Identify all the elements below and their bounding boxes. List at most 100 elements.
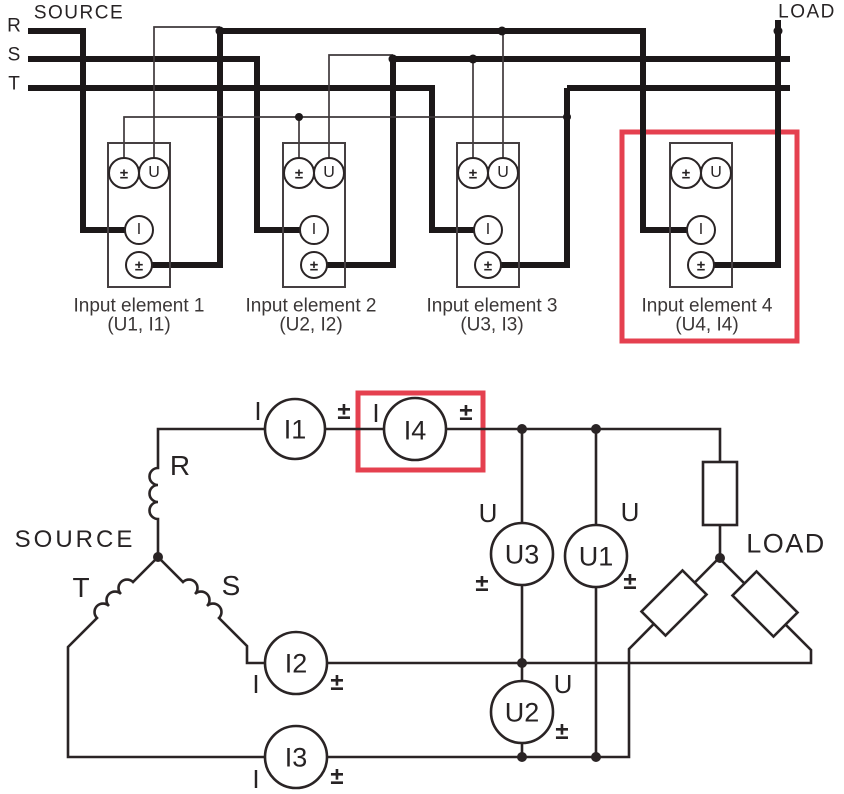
u3-voltage-mark: U	[478, 498, 498, 528]
top-wiring-diagram	[28, 20, 790, 288]
bottom-load-label: LOAD	[746, 528, 826, 559]
element4-channels: (U4, I4)	[675, 314, 739, 336]
element1-terminal-pm-current	[125, 251, 153, 279]
wire-t-to-element3	[28, 85, 488, 233]
element1-name: Input element 1	[73, 295, 205, 317]
element3-i-glyph: I	[485, 221, 491, 238]
meter-circle-u2	[489, 679, 555, 745]
element1-u-glyph: U	[148, 164, 160, 181]
top-source-label: SOURCE	[33, 2, 125, 24]
bottom-circuit-diagram	[66, 396, 813, 790]
junction-dot	[517, 658, 527, 668]
load-resistor-t	[639, 568, 709, 638]
element1-i-glyph: I	[136, 221, 142, 238]
phase-label-s: S	[7, 44, 21, 66]
load-resistor-s	[730, 569, 800, 639]
highlight-box-meter-i4	[355, 390, 486, 473]
meter-circle-i4	[382, 396, 448, 462]
junction-dot	[215, 26, 225, 36]
element1-pm-voltage-glyph: ±	[119, 165, 129, 183]
winding-label-s: S	[221, 570, 241, 601]
top-junction-dots	[215, 26, 783, 121]
element3-u-glyph: U	[497, 164, 509, 181]
wire-r-loadside-to-element4	[220, 28, 701, 233]
meter-label-i4: I4	[403, 415, 427, 446]
wire-element3-return	[488, 88, 570, 268]
sense-u2-to-s	[328, 54, 393, 158]
element2-box	[282, 142, 346, 288]
load-star-point	[715, 553, 725, 563]
wire-element2-return	[314, 59, 396, 268]
junction-dot	[497, 26, 507, 36]
wire-t-phase-bottom	[66, 556, 720, 759]
junction-dot	[295, 113, 303, 121]
element-terminals	[108, 157, 732, 279]
element4-name: Input element 4	[641, 295, 773, 317]
junction-dot	[517, 424, 527, 434]
element1-terminal-u	[138, 157, 170, 189]
element4-box	[669, 142, 733, 288]
element3-terminal-i	[473, 215, 503, 245]
highlight-box-input-element-4	[619, 129, 800, 344]
element4-i-glyph: I	[698, 221, 704, 238]
voltage-sense-wires	[123, 26, 567, 158]
i4-current-mark: I	[372, 398, 380, 428]
element4-u-glyph: U	[710, 164, 722, 181]
meter-circle-i1	[263, 397, 327, 461]
i2-current-mark: I	[252, 669, 260, 699]
u3-polarity-mark: ±	[475, 570, 489, 597]
element3-box	[456, 142, 520, 288]
phase-label-t: T	[8, 73, 20, 95]
meter-label-i2: I2	[284, 648, 308, 679]
junction-dot	[517, 752, 527, 762]
element1-pm-current-glyph: ±	[134, 257, 144, 275]
meter-label-i1: I1	[283, 414, 307, 445]
meter-label-u2: U2	[504, 697, 540, 728]
wire-s-phase-bottom	[157, 556, 813, 665]
junction-dot	[591, 424, 601, 434]
phase-wires	[28, 20, 790, 268]
element3-pm-current-glyph: ±	[483, 257, 493, 275]
element2-terminal-i	[299, 215, 329, 245]
bottom-junction-dots	[153, 424, 725, 762]
element3-channels: (U3, I3)	[460, 314, 524, 336]
element2-terminal-pm-current	[300, 251, 328, 279]
wire-element4-return-to-load	[701, 20, 781, 268]
junction-dot	[591, 752, 601, 762]
element2-pm-current-glyph: ±	[309, 257, 319, 275]
element4-terminal-u	[700, 157, 732, 189]
element3-terminal-pm-current	[474, 251, 502, 279]
element1-channels: (U1, I1)	[107, 314, 171, 336]
element4-pm-voltage-glyph: ±	[681, 165, 691, 183]
u1-voltage-mark: U	[620, 497, 640, 527]
junction-dot	[388, 54, 398, 64]
sense-u1-to-r	[153, 26, 220, 158]
i1-polarity-mark: ±	[337, 398, 351, 425]
wire-r-to-element1	[28, 28, 139, 233]
junction-dot	[773, 26, 783, 36]
element3-terminal-u	[487, 157, 519, 189]
i1-current-mark: I	[254, 396, 262, 426]
junction-dot	[563, 113, 571, 121]
wire-element1-return	[139, 31, 223, 268]
element-boxes	[107, 142, 733, 288]
element2-name: Input element 2	[245, 295, 377, 317]
meter-circles	[263, 396, 629, 790]
i4-polarity-mark: ±	[459, 399, 473, 426]
sense-pm1-bus-to-t	[123, 116, 567, 158]
meter-label-i3: I3	[284, 742, 308, 773]
load-resistors	[639, 460, 800, 639]
top-load-label: LOAD	[778, 1, 836, 23]
meter-label-u1: U1	[578, 541, 614, 572]
u2-voltage-mark: U	[553, 669, 573, 699]
meter-circle-i3	[263, 724, 329, 790]
source-star-point	[153, 552, 163, 562]
element2-i-glyph: I	[311, 221, 317, 238]
element4-terminal-i	[686, 215, 716, 245]
winding-label-t: T	[72, 572, 90, 603]
meter-label-u3: U3	[504, 539, 540, 570]
element2-channels: (U2, I2)	[279, 314, 343, 336]
element1-box	[107, 142, 171, 288]
